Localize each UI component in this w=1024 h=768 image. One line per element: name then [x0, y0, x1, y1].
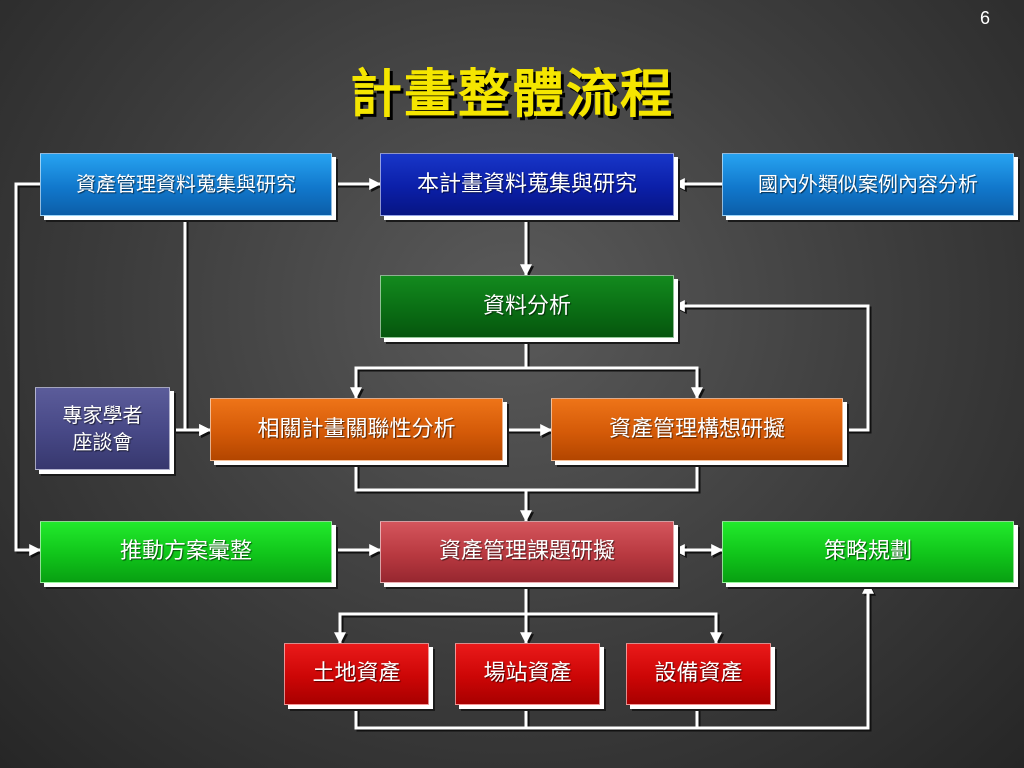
arrow-topic-to-equipment-assets	[526, 612, 722, 645]
arrow-asset-concept-feedback-to-data-analysis	[672, 300, 870, 432]
box-strategy-planning: 策略規劃	[722, 521, 1014, 583]
box-plan-data-research: 本計畫資料蒐集與研究	[380, 153, 674, 216]
slide-title: 計畫整體流程	[349, 64, 674, 125]
box-asset-concept: 資產管理構想研擬	[551, 398, 843, 461]
box-promotion-compile: 推動方案彙整	[40, 521, 332, 583]
box-station-assets: 場站資產	[455, 643, 600, 705]
box-expert-forum: 專家學者 座談會	[35, 387, 170, 470]
box-related-plan-analysis: 相關計畫關聯性分析	[210, 398, 503, 461]
box-asset-mgmt-research: 資產管理資料蒐集與研究	[40, 153, 332, 216]
expert-forum-line1: 專家學者	[62, 402, 143, 427]
box-land-assets: 土地資產	[284, 643, 429, 705]
page-number: 6	[979, 8, 990, 28]
arrow-asset-research-to-related-analysis	[183, 216, 212, 436]
arrow-assets-to-strategy	[354, 581, 874, 730]
merge-line-middle-row	[354, 461, 699, 492]
arrow-topic-to-land-assets	[334, 612, 526, 645]
box-data-analysis: 資料分析	[380, 275, 674, 338]
arrow-data-analysis-to-related-analysis	[350, 338, 528, 400]
box-topic-formulation: 資產管理課題研擬	[380, 521, 674, 583]
expert-forum-line2: 座談會	[72, 429, 133, 454]
box-case-analysis: 國內外類似案例內容分析	[722, 153, 1014, 216]
arrow-data-analysis-to-asset-concept	[526, 366, 703, 400]
arrow-asset-research-to-promotion	[14, 182, 42, 556]
box-equipment-assets: 設備資產	[626, 643, 771, 705]
